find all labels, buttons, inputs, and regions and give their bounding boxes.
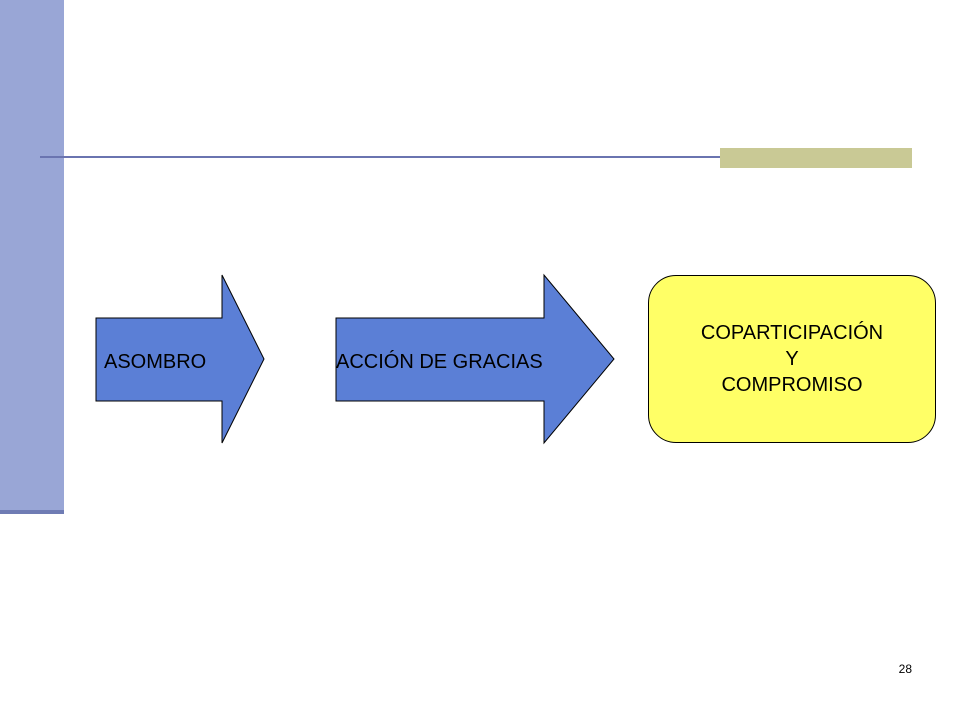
result-box-line-2: Y <box>785 348 799 370</box>
arrow-label-asombro: ASOMBRO <box>104 351 207 373</box>
accent-block <box>720 148 912 168</box>
arrow-label-accion-de-gracias-text: ACCIÓN DE GRACIAS <box>336 351 543 373</box>
result-box-line-3: COMPROMISO <box>721 374 863 396</box>
title-divider-line <box>40 156 912 158</box>
arrow-accion-de-gracias <box>335 273 615 445</box>
arrow-asombro <box>95 274 265 444</box>
result-box-line-1: COPARTICIPACIÓN <box>700 322 884 344</box>
result-box: COPARTICIPACIÓN Y COMPROMISO <box>648 275 936 443</box>
left-bar-shadow <box>0 510 64 514</box>
page-number: 28 <box>898 662 912 676</box>
arrow-label-accion-de-gracias: ACCIÓN DE GRACIAS <box>336 350 608 374</box>
left-decorative-bar <box>0 0 64 512</box>
